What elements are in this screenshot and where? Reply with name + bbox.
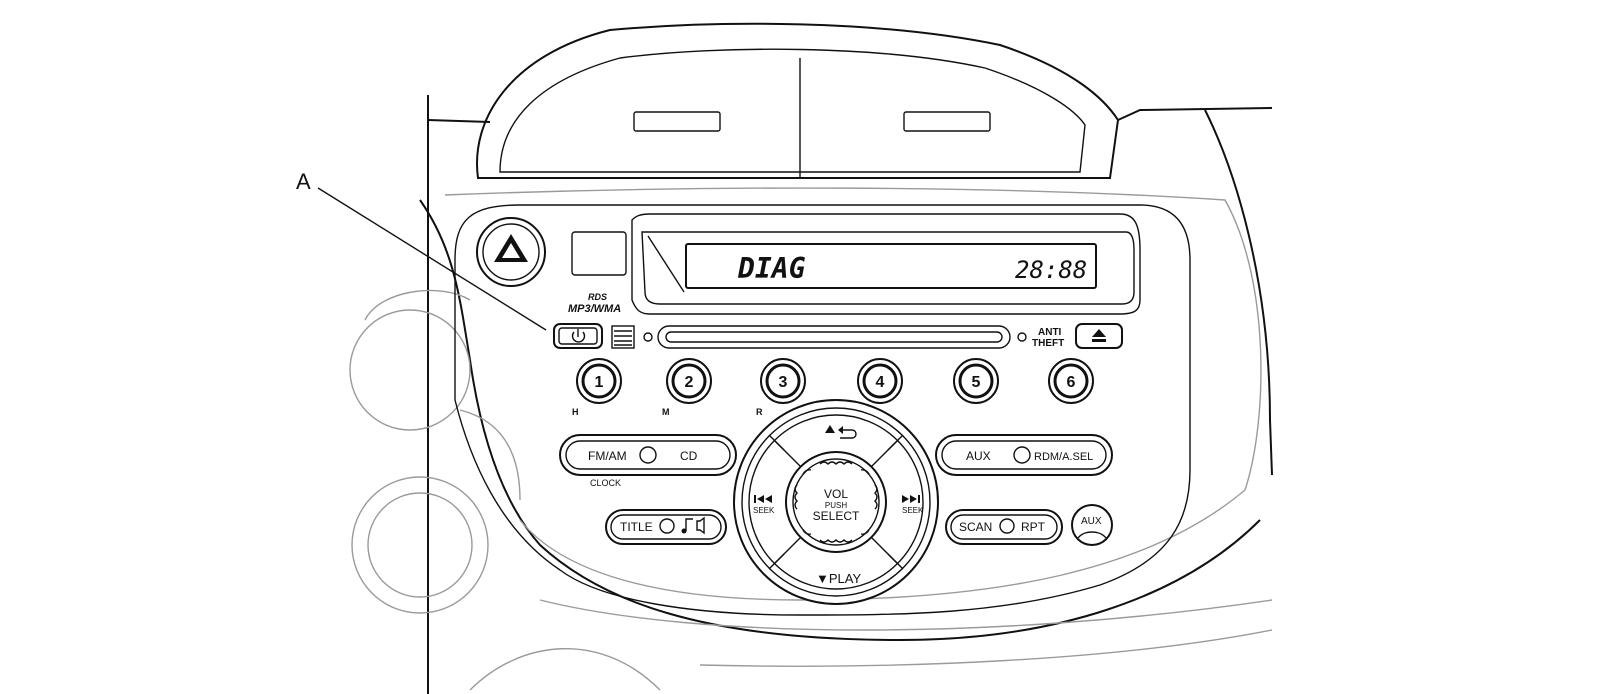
fm-am-cd-button[interactable]: FM/AM CD (559, 434, 737, 476)
callout: A (296, 169, 547, 331)
seek-back-label: SEEK (753, 506, 775, 515)
preset-sub-label: M (662, 407, 670, 417)
preset-button-1[interactable]: 1H (572, 358, 622, 417)
hazard-triangle-icon (494, 234, 528, 262)
preset-button-5[interactable]: 5 (953, 358, 999, 404)
scan-rpt-button[interactable]: SCAN RPT (945, 509, 1063, 545)
radio-face (454, 204, 1191, 616)
preset-number: 5 (972, 374, 981, 391)
preset-number: 3 (779, 374, 788, 391)
aux-jack[interactable]: AUX (1071, 504, 1113, 546)
dial-seek-forward-button[interactable]: SEEK (902, 495, 924, 515)
aux-label: AUX (966, 449, 991, 463)
preset-number: 6 (1067, 374, 1076, 391)
preset-button-3[interactable]: 3R (756, 358, 806, 417)
compact-disc-logo (611, 325, 635, 349)
power-button[interactable] (553, 323, 603, 349)
fm-cd-divider-dot (639, 446, 657, 464)
anti-theft-label: ANTI (1038, 327, 1062, 338)
left-vents (349, 289, 521, 614)
push-label: PUSH (825, 501, 847, 510)
eject-icon (1092, 329, 1106, 342)
cd-label: CD (680, 449, 698, 463)
scan-rpt-divider-dot (999, 518, 1015, 534)
preset-number: 4 (876, 374, 885, 391)
preset-button-2[interactable]: 2M (662, 358, 712, 417)
preset-sub-label: R (756, 407, 763, 417)
fm-am-label: FM/AM (588, 449, 627, 463)
aux-jack-label: AUX (1081, 516, 1102, 527)
indicator-led-left (643, 332, 653, 342)
skip-forward-icon (902, 495, 920, 503)
preset-number: 1 (595, 374, 604, 391)
eject-button[interactable] (1075, 323, 1123, 349)
volume-knob[interactable]: VOL PUSH SELECT (785, 451, 887, 553)
title-divider-dot (659, 518, 675, 534)
callout-label: A (296, 169, 311, 194)
rdm-label: RDM/A.SEL (1034, 451, 1093, 463)
aux-rdm-button[interactable]: AUX RDM/A.SEL (935, 434, 1113, 476)
scan-label: SCAN (959, 520, 992, 534)
indicator-led-right (1017, 332, 1027, 342)
seek-forward-label: SEEK (902, 506, 924, 515)
power-icon (571, 329, 586, 343)
clock-label: CLOCK (590, 478, 621, 488)
play-label: ▼PLAY (816, 571, 861, 586)
dial-play-button[interactable]: ▼PLAY (816, 571, 861, 586)
music-note-mute-icon (681, 516, 705, 535)
vol-label: VOL (824, 487, 848, 501)
aux-rdm-divider-dot (1013, 446, 1031, 464)
select-label: SELECT (813, 509, 860, 523)
knob-grip (794, 461, 878, 543)
preset-number: 2 (685, 374, 694, 391)
preset-button-6[interactable]: 6 (1048, 358, 1094, 404)
display-housing (631, 213, 1141, 315)
display-text: DIAG (737, 252, 806, 285)
rds-logo: RDS (588, 292, 607, 302)
cd-slot (657, 325, 1011, 349)
dashboard-outline (419, 22, 1273, 694)
display-clock: 28:88 (1015, 256, 1087, 284)
anti-theft-label-2: THEFT (1032, 338, 1064, 349)
title-label: TITLE (620, 520, 653, 534)
back-arrow-icon (838, 426, 857, 439)
blank-switch (571, 231, 627, 276)
title-button[interactable]: TITLE (605, 509, 727, 545)
dial-up-back-button[interactable] (825, 425, 857, 439)
preset-sub-label: H (572, 407, 579, 417)
lcd-display: DIAG 28:88 (685, 243, 1097, 289)
skip-back-icon (754, 495, 772, 503)
dial-seek-back-button[interactable]: SEEK (753, 495, 775, 515)
hazard-button[interactable] (476, 217, 546, 287)
rpt-label: RPT (1021, 520, 1046, 534)
mp3-wma-logo: MP3/WMA (568, 303, 621, 315)
preset-button-4[interactable]: 4 (857, 358, 903, 404)
